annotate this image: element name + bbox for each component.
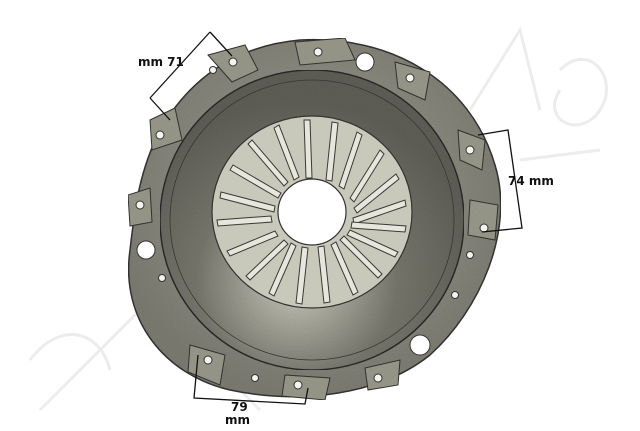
dimension-label-bottom-unit: mm [225, 413, 251, 427]
dimension-label-bottom-number: 79 [231, 400, 248, 414]
diaphragm-spring [211, 115, 413, 309]
dimension-label-top: mm 71 [138, 55, 184, 69]
dimension-label-right: 74 mm [508, 174, 554, 188]
dimension-lines [149, 31, 523, 405]
bolt-holes [135, 47, 489, 390]
center-hole [277, 178, 347, 246]
